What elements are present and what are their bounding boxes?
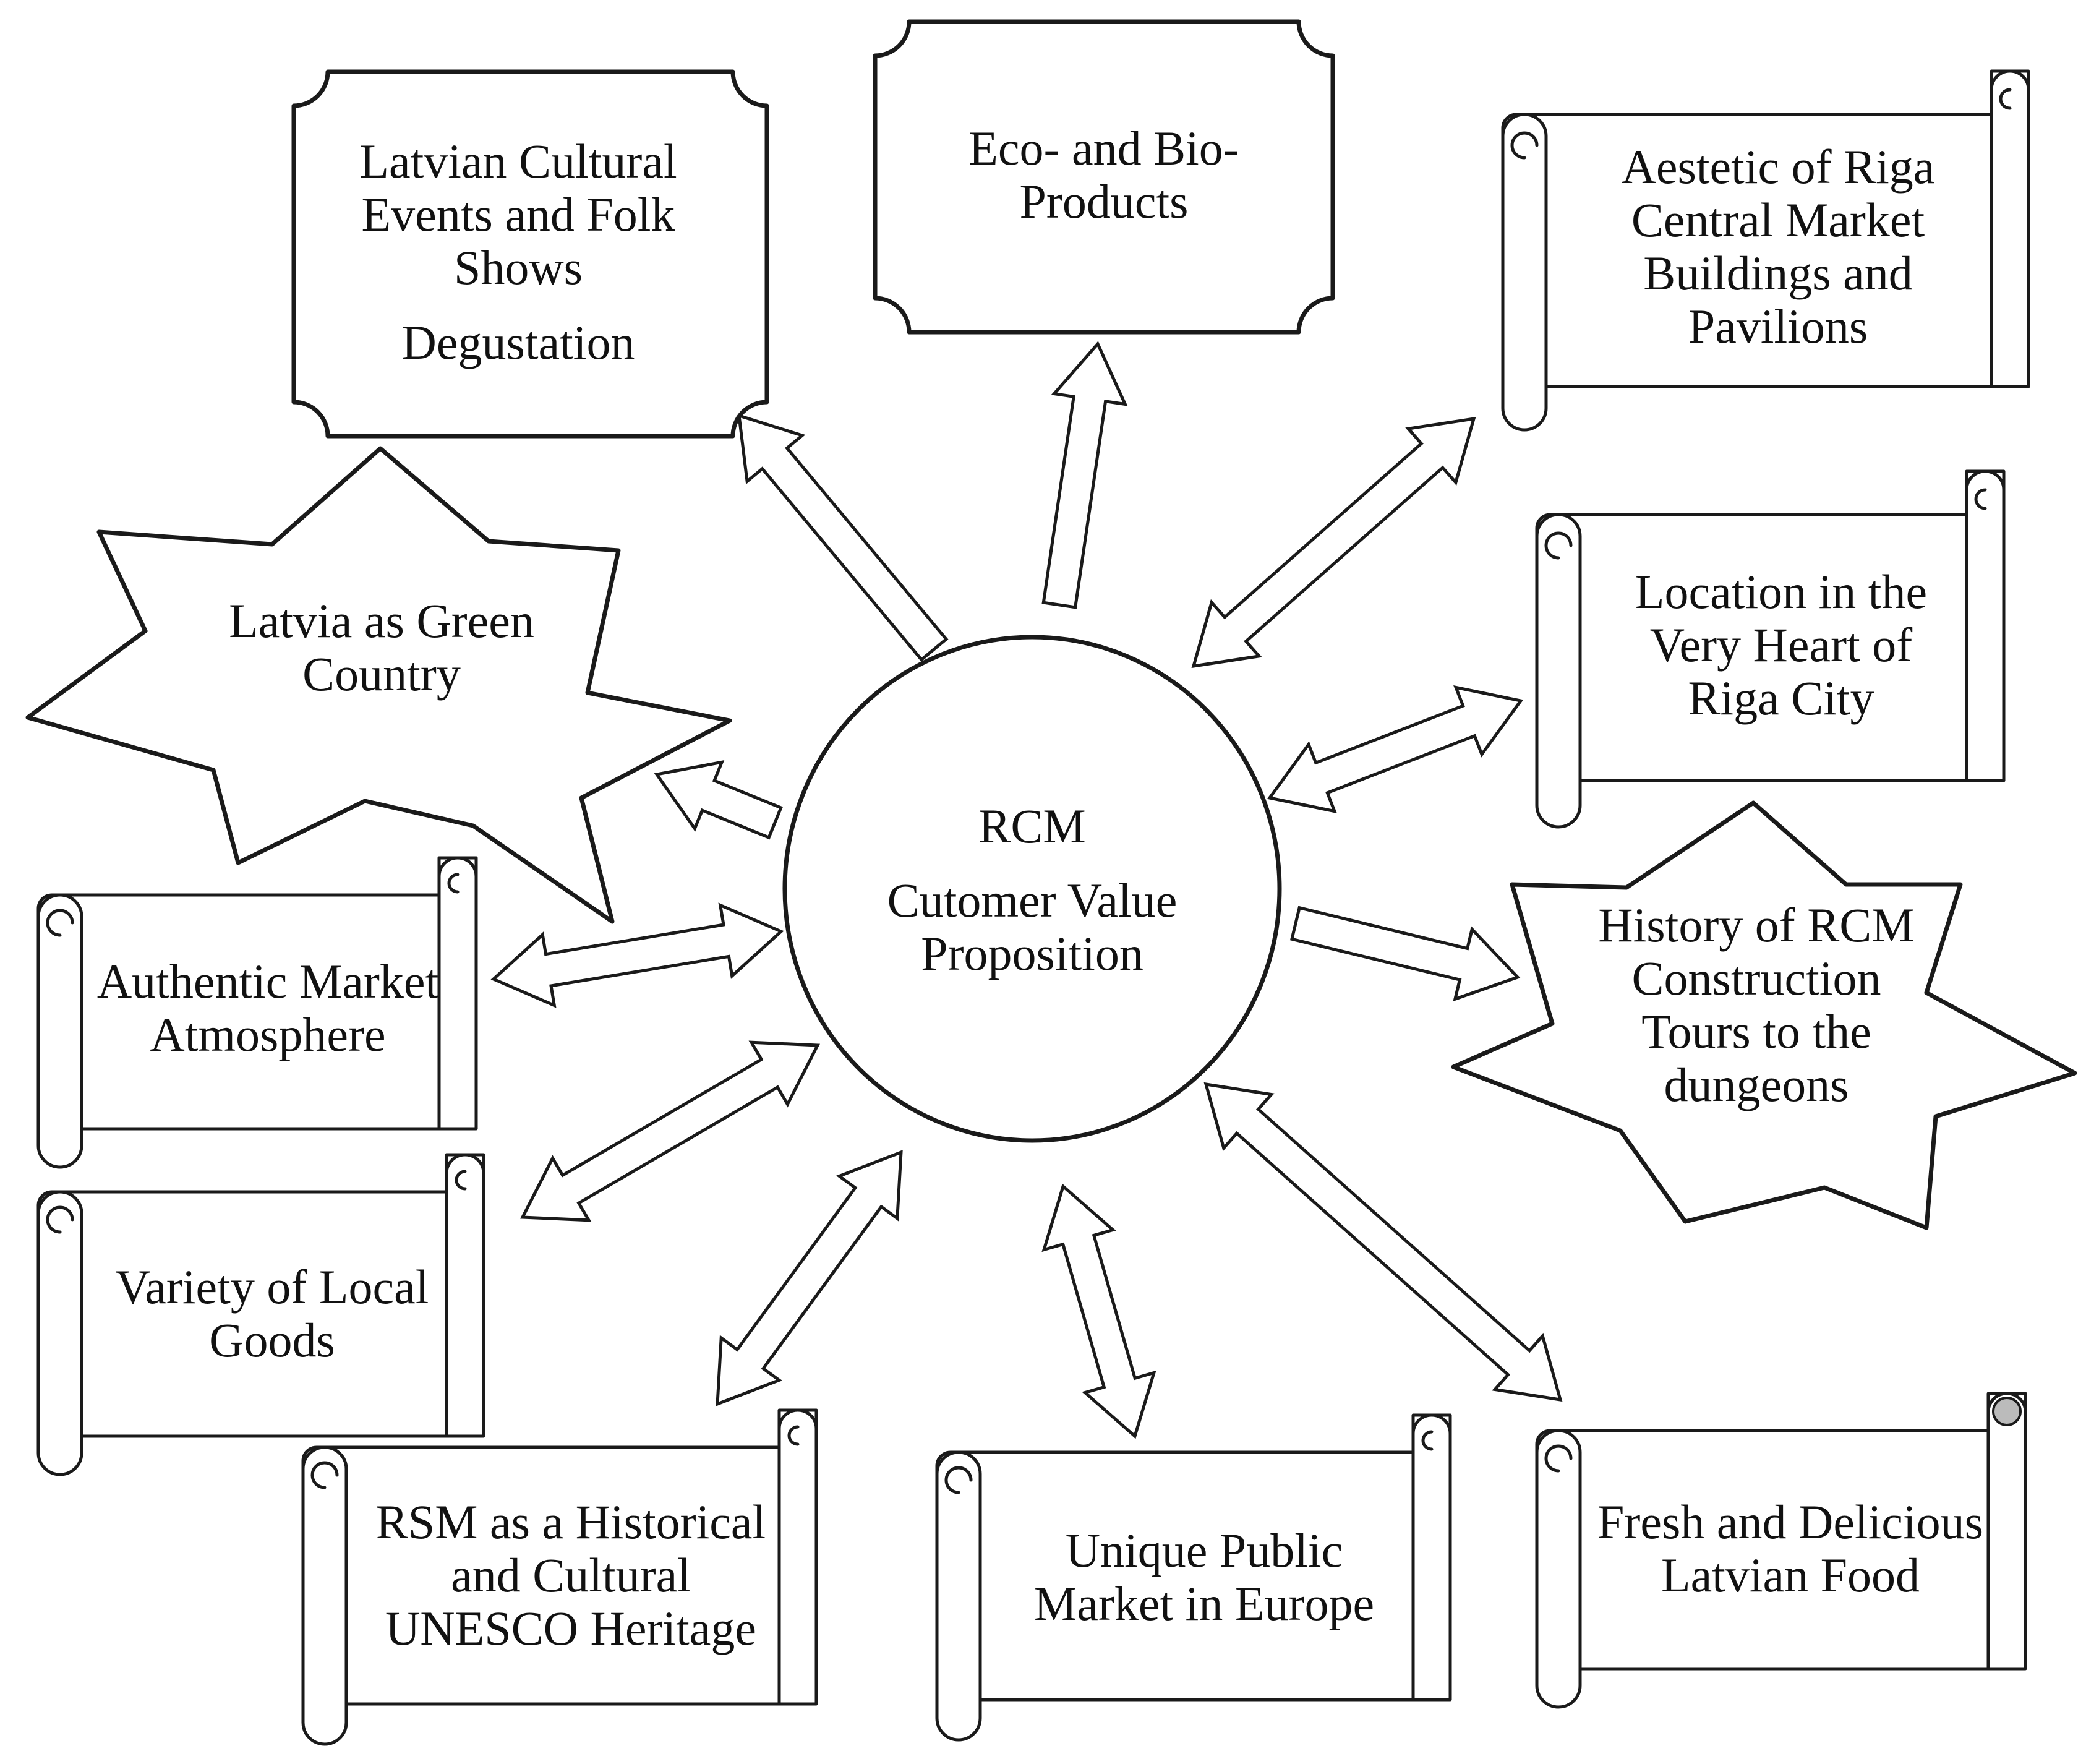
history-line-1: History of RCM <box>1598 898 1914 952</box>
node-unique-market-scroll: Unique Public Market in Europe <box>935 1413 1452 1742</box>
history-line-3: Tours to the <box>1641 1004 1871 1058</box>
location-line-2: Very Heart of <box>1650 618 1912 672</box>
node-unesco-scroll: RSM as a Historical and Cultural UNESCO … <box>301 1408 818 1746</box>
arrow-authentic <box>490 902 784 1008</box>
arrow-to-green-country <box>654 760 784 840</box>
location-line-1: Location in the <box>1635 565 1927 619</box>
arrow-to-cultural-events <box>737 413 949 662</box>
cultural-events-line-3: Shows <box>454 241 583 294</box>
unique-market-line-1: Unique Public <box>1066 1523 1343 1577</box>
history-line-2: Construction <box>1632 951 1881 1005</box>
node-location-scroll: Location in the Very Heart of Riga City <box>1535 469 2006 829</box>
center-line-3: Proposition <box>921 927 1143 980</box>
arrow-fresh-food <box>1203 1082 1563 1402</box>
arrow-unesco <box>716 1150 903 1406</box>
node-green-country-star: Latvia as Green Country <box>25 446 732 924</box>
node-cultural-events: Latvian Cultural Events and Folk Shows D… <box>291 69 769 439</box>
arrow-unique-market <box>1041 1183 1156 1439</box>
node-authentic-scroll: Authentic Market Atmosphere <box>36 856 478 1169</box>
arrow-aesthetic <box>1191 416 1476 669</box>
aesthetic-line-4: Pavilions <box>1688 299 1868 353</box>
variety-line-1: Variety of Local <box>116 1260 429 1314</box>
center-node: RCM Cutomer Value Proposition <box>782 635 1282 1143</box>
center-line-2: Cutomer Value <box>887 873 1178 927</box>
history-line-4: dungeons <box>1664 1058 1849 1111</box>
center-title: RCM <box>978 799 1085 853</box>
curl-accent-icon <box>1992 1397 2022 1426</box>
aesthetic-line-1: Aestetic of Riga <box>1622 140 1935 194</box>
green-country-line-1: Latvia as Green <box>229 594 534 648</box>
fresh-food-line-2: Latvian Food <box>1661 1548 1920 1602</box>
unesco-line-3: UNESCO Heritage <box>385 1601 756 1655</box>
fresh-food-line-1: Fresh and Delicious <box>1597 1495 1983 1549</box>
node-aesthetic-scroll: Aestetic of Riga Central Market Building… <box>1501 69 2030 432</box>
variety-line-2: Goods <box>209 1313 335 1367</box>
node-eco-products: Eco- and Bio- Products <box>873 19 1335 335</box>
arrow-variety <box>520 1040 820 1222</box>
arrow-to-history <box>1289 906 1521 1002</box>
green-country-line-2: Country <box>302 647 461 701</box>
cultural-events-line-2: Events and Folk <box>362 187 675 241</box>
authentic-line-1: Authentic Market <box>97 954 439 1008</box>
eco-products-line-2: Products <box>1020 174 1189 228</box>
node-variety-scroll: Variety of Local Goods <box>36 1153 485 1476</box>
location-line-3: Riga City <box>1688 671 1874 725</box>
cultural-events-extra: Degustation <box>402 315 635 369</box>
node-fresh-food-scroll: Fresh and Delicious Latvian Food <box>1535 1392 2027 1709</box>
arrow-to-eco-products <box>1041 341 1128 609</box>
unesco-line-1: RSM as a Historical <box>376 1495 766 1549</box>
cultural-events-line-1: Latvian Cultural <box>359 134 677 188</box>
aesthetic-line-3: Buildings and <box>1643 246 1913 300</box>
connector-arrows <box>490 341 1563 1439</box>
authentic-line-2: Atmosphere <box>150 1008 385 1061</box>
eco-products-line-1: Eco- and Bio- <box>968 121 1239 175</box>
unique-market-line-2: Market in Europe <box>1034 1577 1374 1630</box>
unesco-line-2: and Cultural <box>451 1548 691 1602</box>
node-history-star: History of RCM Construction Tours to the… <box>1451 800 2077 1230</box>
arrow-location <box>1267 685 1524 813</box>
aesthetic-line-2: Central Market <box>1631 193 1925 247</box>
